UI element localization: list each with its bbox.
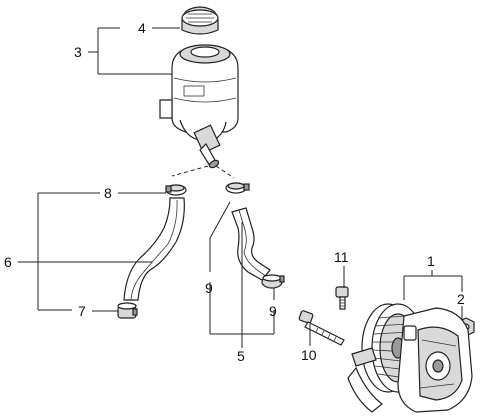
bolt-short [335, 286, 349, 310]
callout-9-right: 9 [269, 303, 277, 319]
callout-9-left: 9 [205, 280, 213, 296]
clamp-upper-left [165, 184, 187, 196]
callout-7: 7 [78, 303, 86, 319]
callout-11: 11 [334, 249, 349, 265]
power-steering-pump [347, 303, 473, 413]
fluid-reservoir [159, 44, 239, 169]
callout-5: 5 [237, 348, 245, 364]
callout-8: 8 [104, 185, 112, 201]
clamp-lower-left [117, 302, 138, 319]
suction-hose-right [231, 207, 271, 281]
clamp-lower-right [261, 274, 285, 289]
callout-4: 4 [138, 20, 146, 36]
flow-indicator-left [171, 165, 209, 177]
callout-1: 1 [427, 253, 435, 269]
bolt-long [298, 310, 345, 346]
callout-3: 3 [74, 44, 82, 60]
leader-lines [18, 27, 463, 348]
clamp-upper-right [225, 182, 250, 194]
callout-2: 2 [457, 291, 465, 307]
flow-indicator-right [215, 165, 235, 179]
return-hose-left [123, 197, 185, 301]
reservoir-cap [181, 6, 219, 35]
callout-6: 6 [4, 254, 12, 270]
callout-10: 10 [301, 347, 317, 363]
